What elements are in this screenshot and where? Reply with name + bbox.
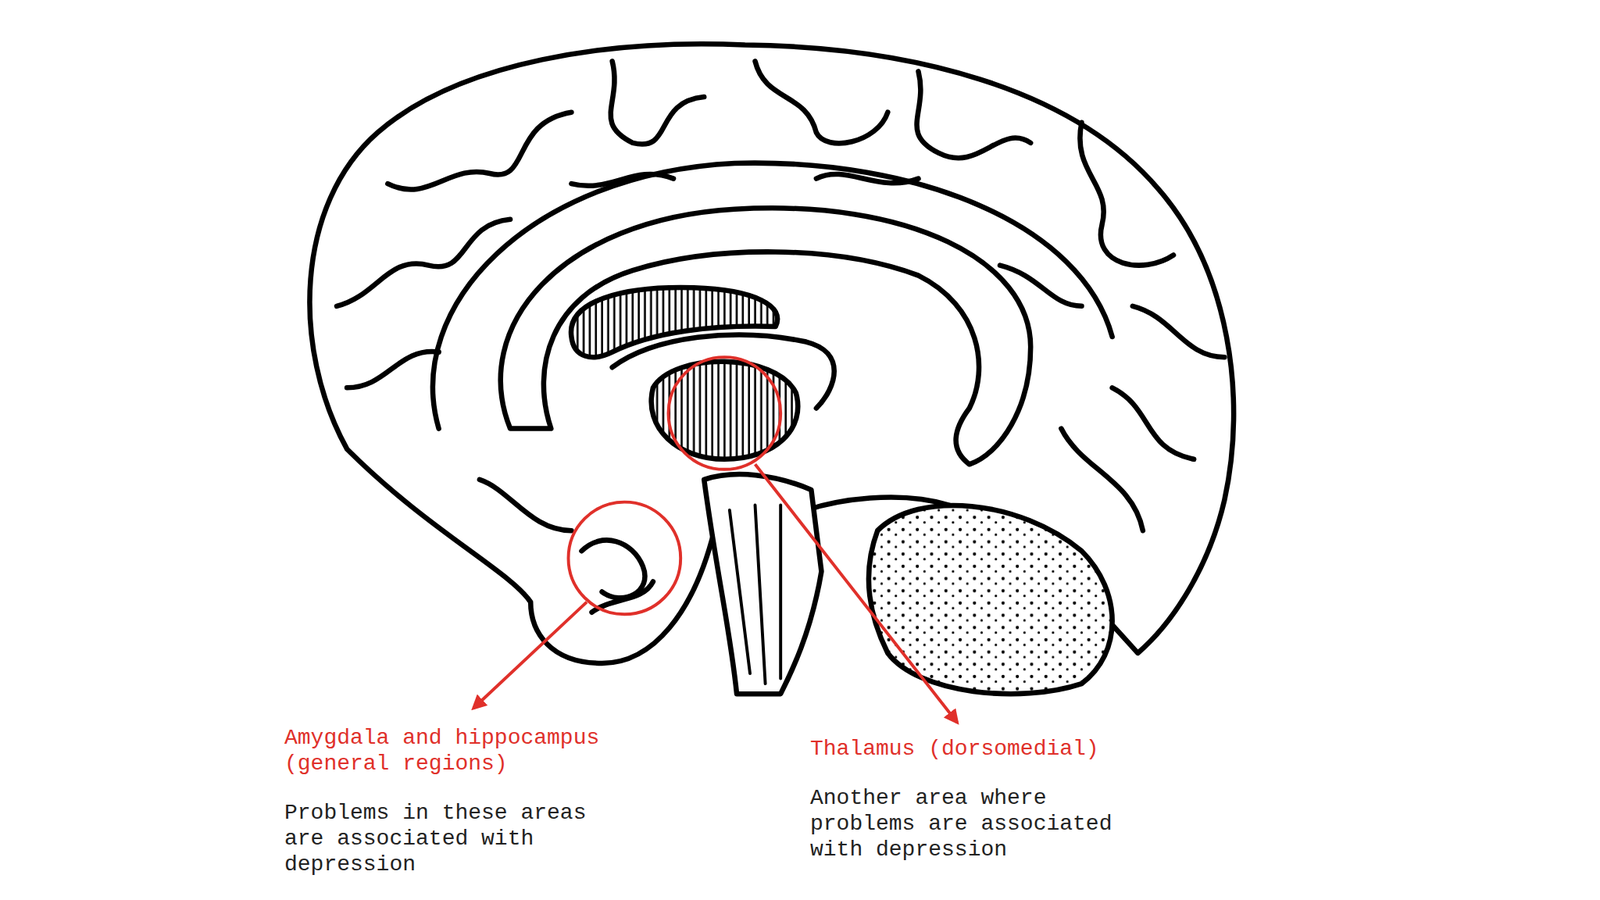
region-label: Amygdala and hippocampus (general region…: [284, 725, 629, 777]
note-text: Problems in these areas are associated w…: [284, 800, 629, 878]
region-label: Thalamus (dorsomedial): [810, 735, 1147, 762]
note-text: Another area where problems are associat…: [810, 785, 1147, 863]
